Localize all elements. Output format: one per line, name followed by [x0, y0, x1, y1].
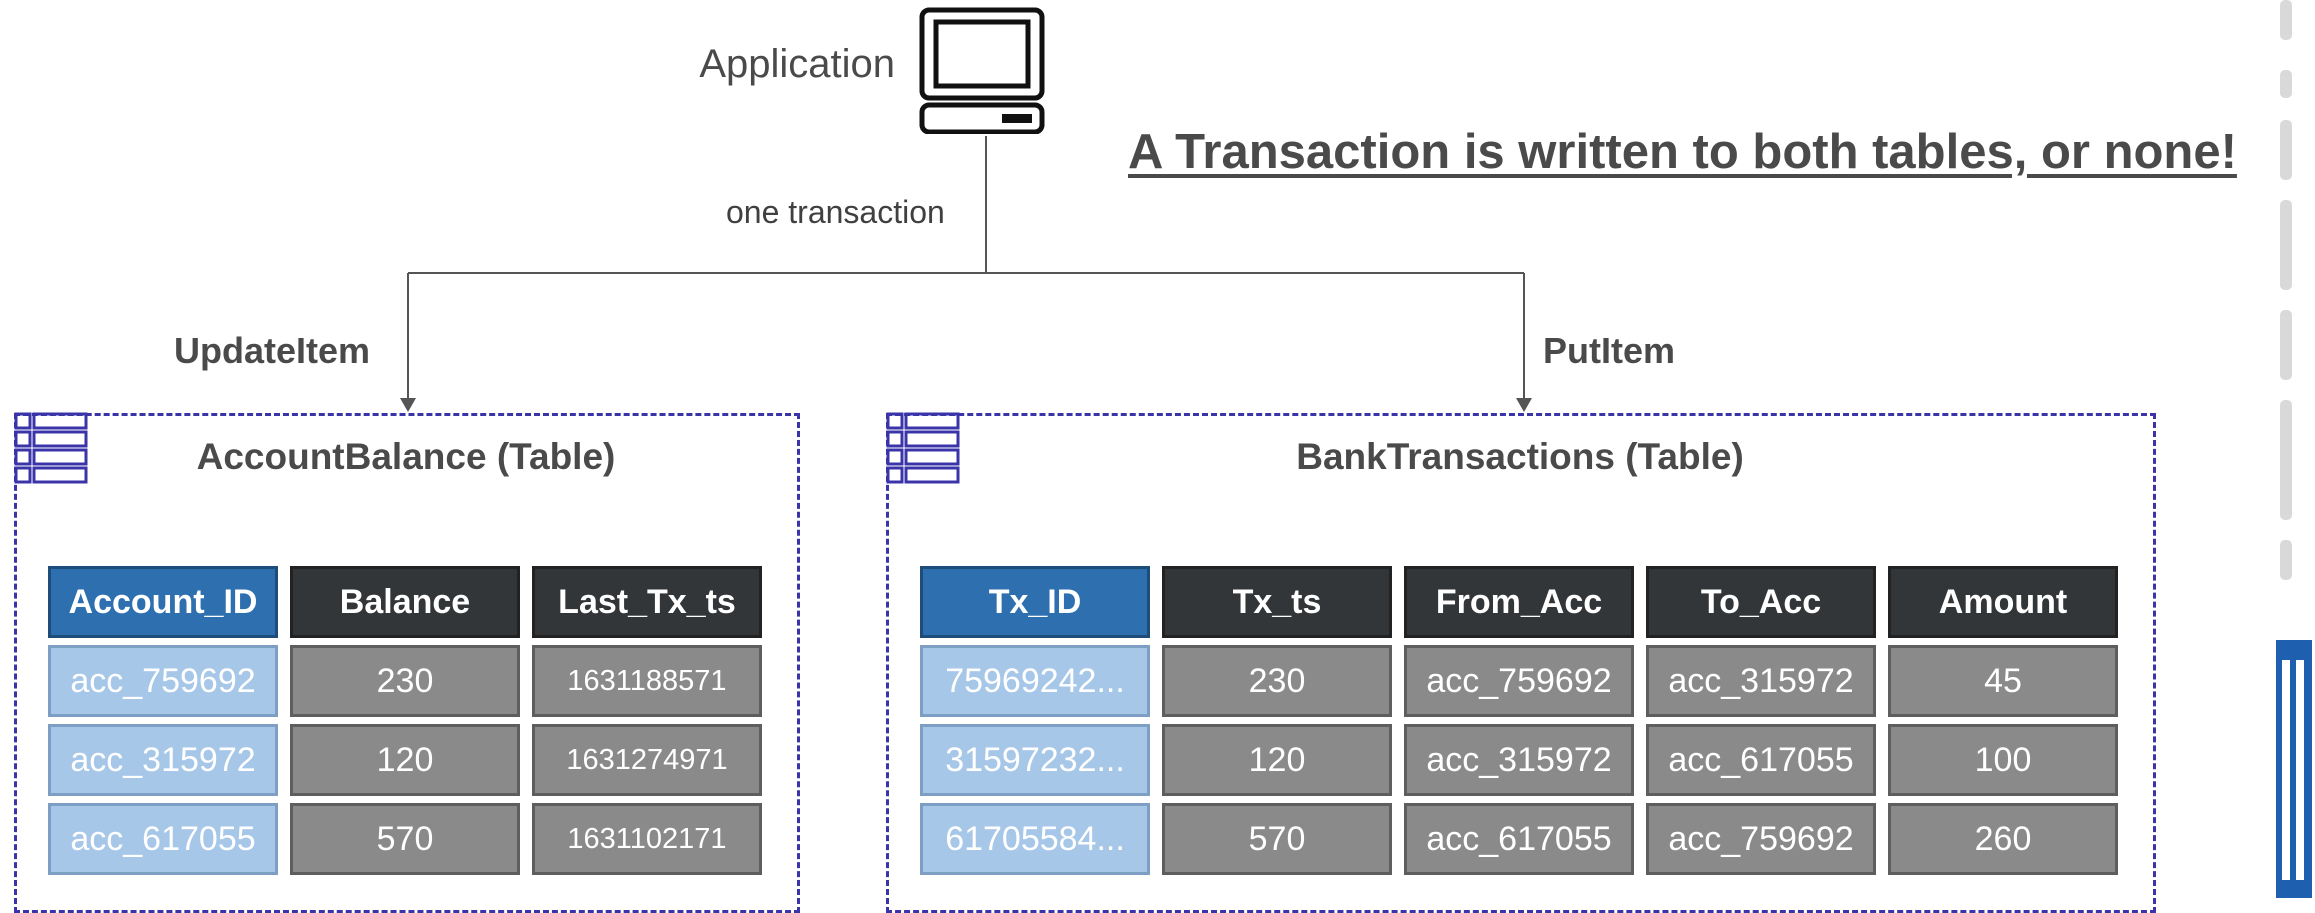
balance-cell: 230	[290, 645, 520, 717]
header-tx-id: Tx_ID	[920, 566, 1150, 638]
tx-ts-cell: 570	[1162, 803, 1392, 875]
amount-cell: 45	[1888, 645, 2118, 717]
account-id-cell: acc_617055	[48, 803, 278, 875]
last-tx-ts-cell: 1631274971	[532, 724, 762, 796]
header-amount: Amount	[1888, 566, 2118, 638]
account-id-cell: acc_759692	[48, 645, 278, 717]
from-acc-cell: acc_617055	[1404, 803, 1634, 875]
edge-label: one transaction	[726, 194, 945, 230]
header-to-acc: To_Acc	[1646, 566, 1876, 638]
account-id-cell: acc_315972	[48, 724, 278, 796]
amount-cell: 260	[1888, 803, 2118, 875]
tx-id-cell: 31597232...	[920, 724, 1150, 796]
header-tx-ts: Tx_ts	[1162, 566, 1392, 638]
header-account-id: Account_ID	[48, 566, 278, 638]
update-item-label: UpdateItem	[174, 330, 371, 371]
last-tx-ts-cell: 1631102171	[532, 803, 762, 875]
amount-cell: 100	[1888, 724, 2118, 796]
tx-ts-cell: 230	[1162, 645, 1392, 717]
balance-cell: 120	[290, 724, 520, 796]
header-last-tx-ts: Last_Tx_ts	[532, 566, 762, 638]
table-icon	[14, 412, 88, 484]
header-balance: Balance	[290, 566, 520, 638]
computer-icon	[919, 7, 1045, 134]
to-acc-cell: acc_315972	[1646, 645, 1876, 717]
to-acc-cell: acc_617055	[1646, 724, 1876, 796]
from-acc-cell: acc_759692	[1404, 645, 1634, 717]
from-acc-cell: acc_315972	[1404, 724, 1634, 796]
header-from-acc: From_Acc	[1404, 566, 1634, 638]
bank-transactions-title: BankTransactions (Table)	[1296, 436, 1744, 477]
tx-id-cell: 75969242...	[920, 645, 1150, 717]
account-balance-title: AccountBalance (Table)	[196, 436, 616, 477]
table-icon	[886, 412, 960, 484]
application-label: Application	[699, 42, 895, 86]
watermark	[2276, 0, 2312, 898]
tx-id-cell: 61705584...	[920, 803, 1150, 875]
balance-cell: 570	[290, 803, 520, 875]
to-acc-cell: acc_759692	[1646, 803, 1876, 875]
headline: A Transaction is written to both tables,…	[1128, 125, 2237, 179]
tx-ts-cell: 120	[1162, 724, 1392, 796]
put-item-label: PutItem	[1543, 330, 1676, 371]
last-tx-ts-cell: 1631188571	[532, 645, 762, 717]
